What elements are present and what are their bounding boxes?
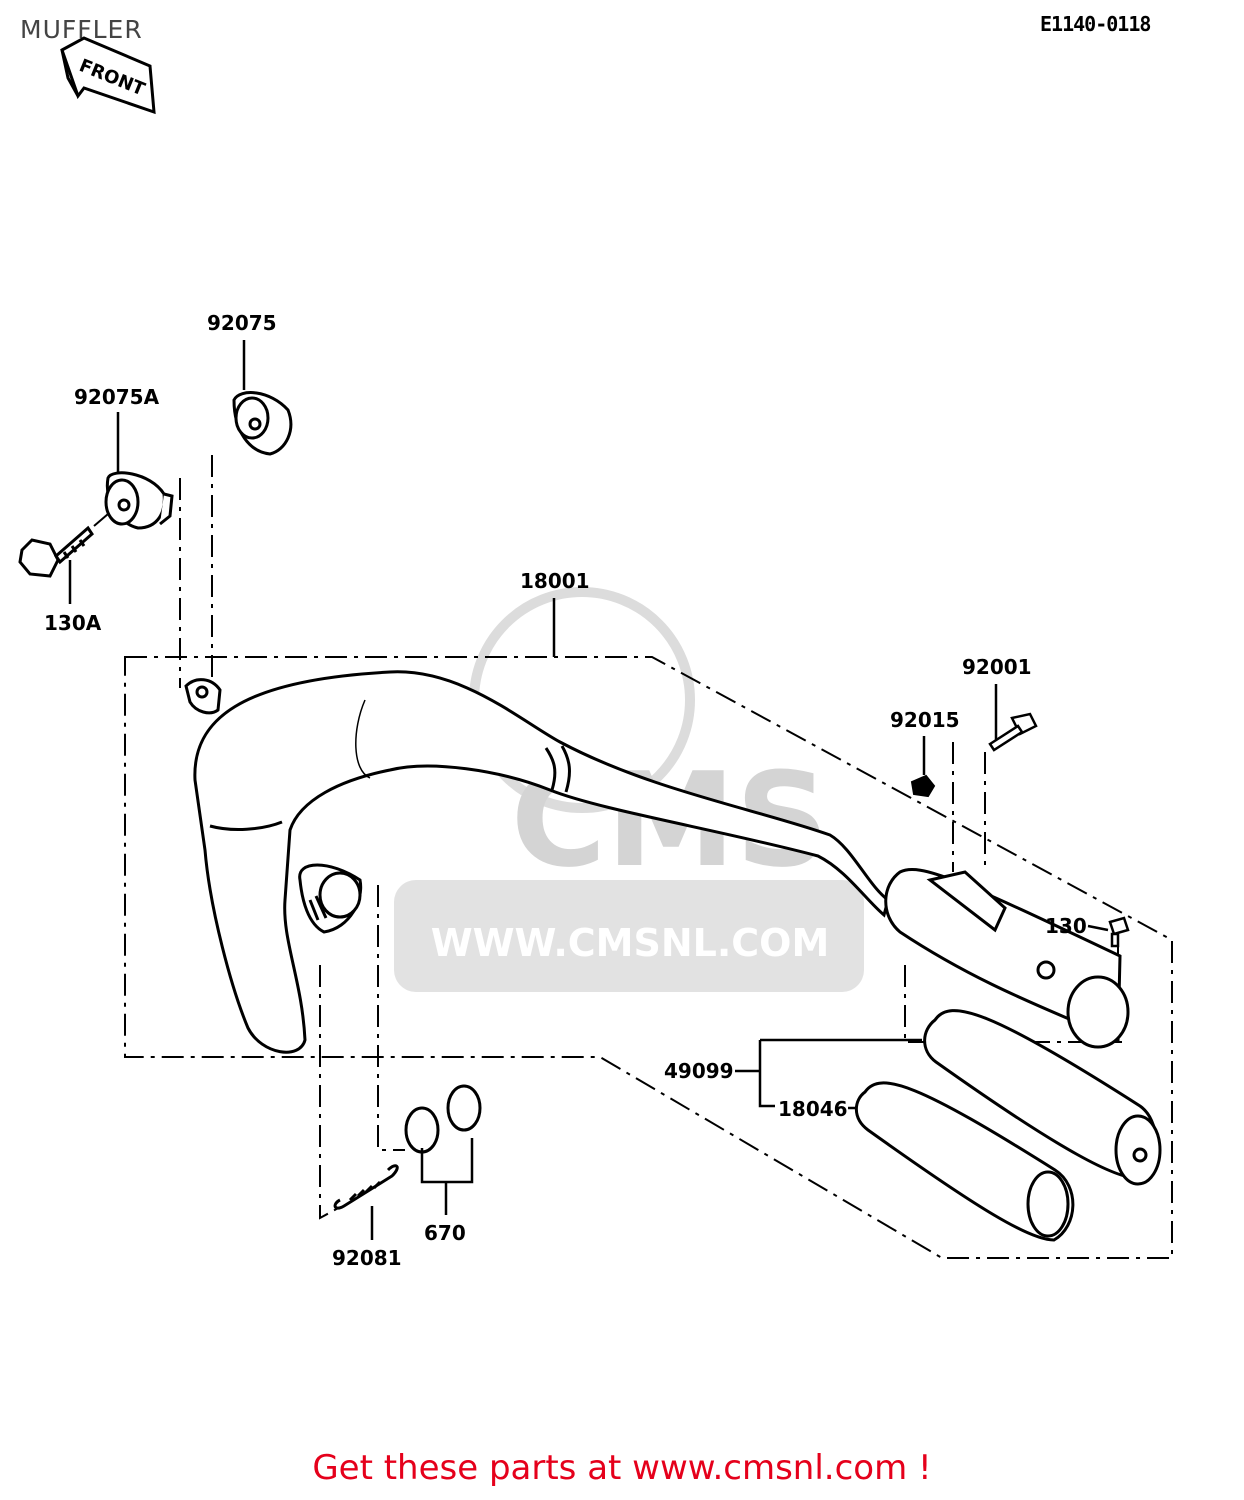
front-direction-arrow: FRONT: [60, 36, 156, 115]
bolt-130A: [18, 513, 109, 578]
label-130: 130: [1045, 914, 1087, 938]
label-92001: 92001: [962, 655, 1032, 679]
label-670: 670: [424, 1221, 466, 1245]
watermark-url: WWW.CMSNL.COM: [431, 921, 830, 965]
exploded-parts-diagram: CMS WWW.CMSNL.COM FRONT: [18, 36, 1173, 1270]
label-130A: 130A: [44, 611, 102, 635]
label-92075: 92075: [207, 311, 277, 335]
o-rings-670: [404, 1084, 482, 1154]
watermark-badge: [394, 880, 864, 992]
nut-92015: [910, 774, 936, 798]
inner-tube-18046: [854, 1081, 1075, 1242]
label-92015: 92015: [890, 708, 960, 732]
cms-watermark: CMS WWW.CMSNL.COM: [394, 587, 864, 992]
label-92081: 92081: [332, 1246, 402, 1270]
label-18046: 18046: [778, 1097, 848, 1121]
bolt-92001: [988, 712, 1038, 752]
leader-lines: [68, 340, 1109, 1240]
damper-92075: [232, 391, 293, 456]
silencer-body: [884, 868, 1130, 1049]
spring-92081: [333, 1164, 399, 1210]
collar-92075A: [104, 471, 174, 530]
part-number-labels: 92075 92075A 130A 18001 92001 92015 130 …: [44, 311, 1087, 1270]
label-18001: 18001: [520, 569, 590, 593]
label-49099: 49099: [664, 1059, 734, 1083]
front-arrow-tail: [60, 49, 80, 97]
silencer-packing-49099: [923, 1009, 1162, 1186]
footer-cta-link[interactable]: Get these parts at www.cmsnl.com !: [312, 1448, 932, 1488]
label-92075A: 92075A: [74, 385, 160, 409]
expansion-chamber-18001: [184, 670, 890, 1054]
diagram-reference-code: E1140-0118: [1040, 12, 1151, 36]
bolt-130: [1108, 916, 1130, 948]
